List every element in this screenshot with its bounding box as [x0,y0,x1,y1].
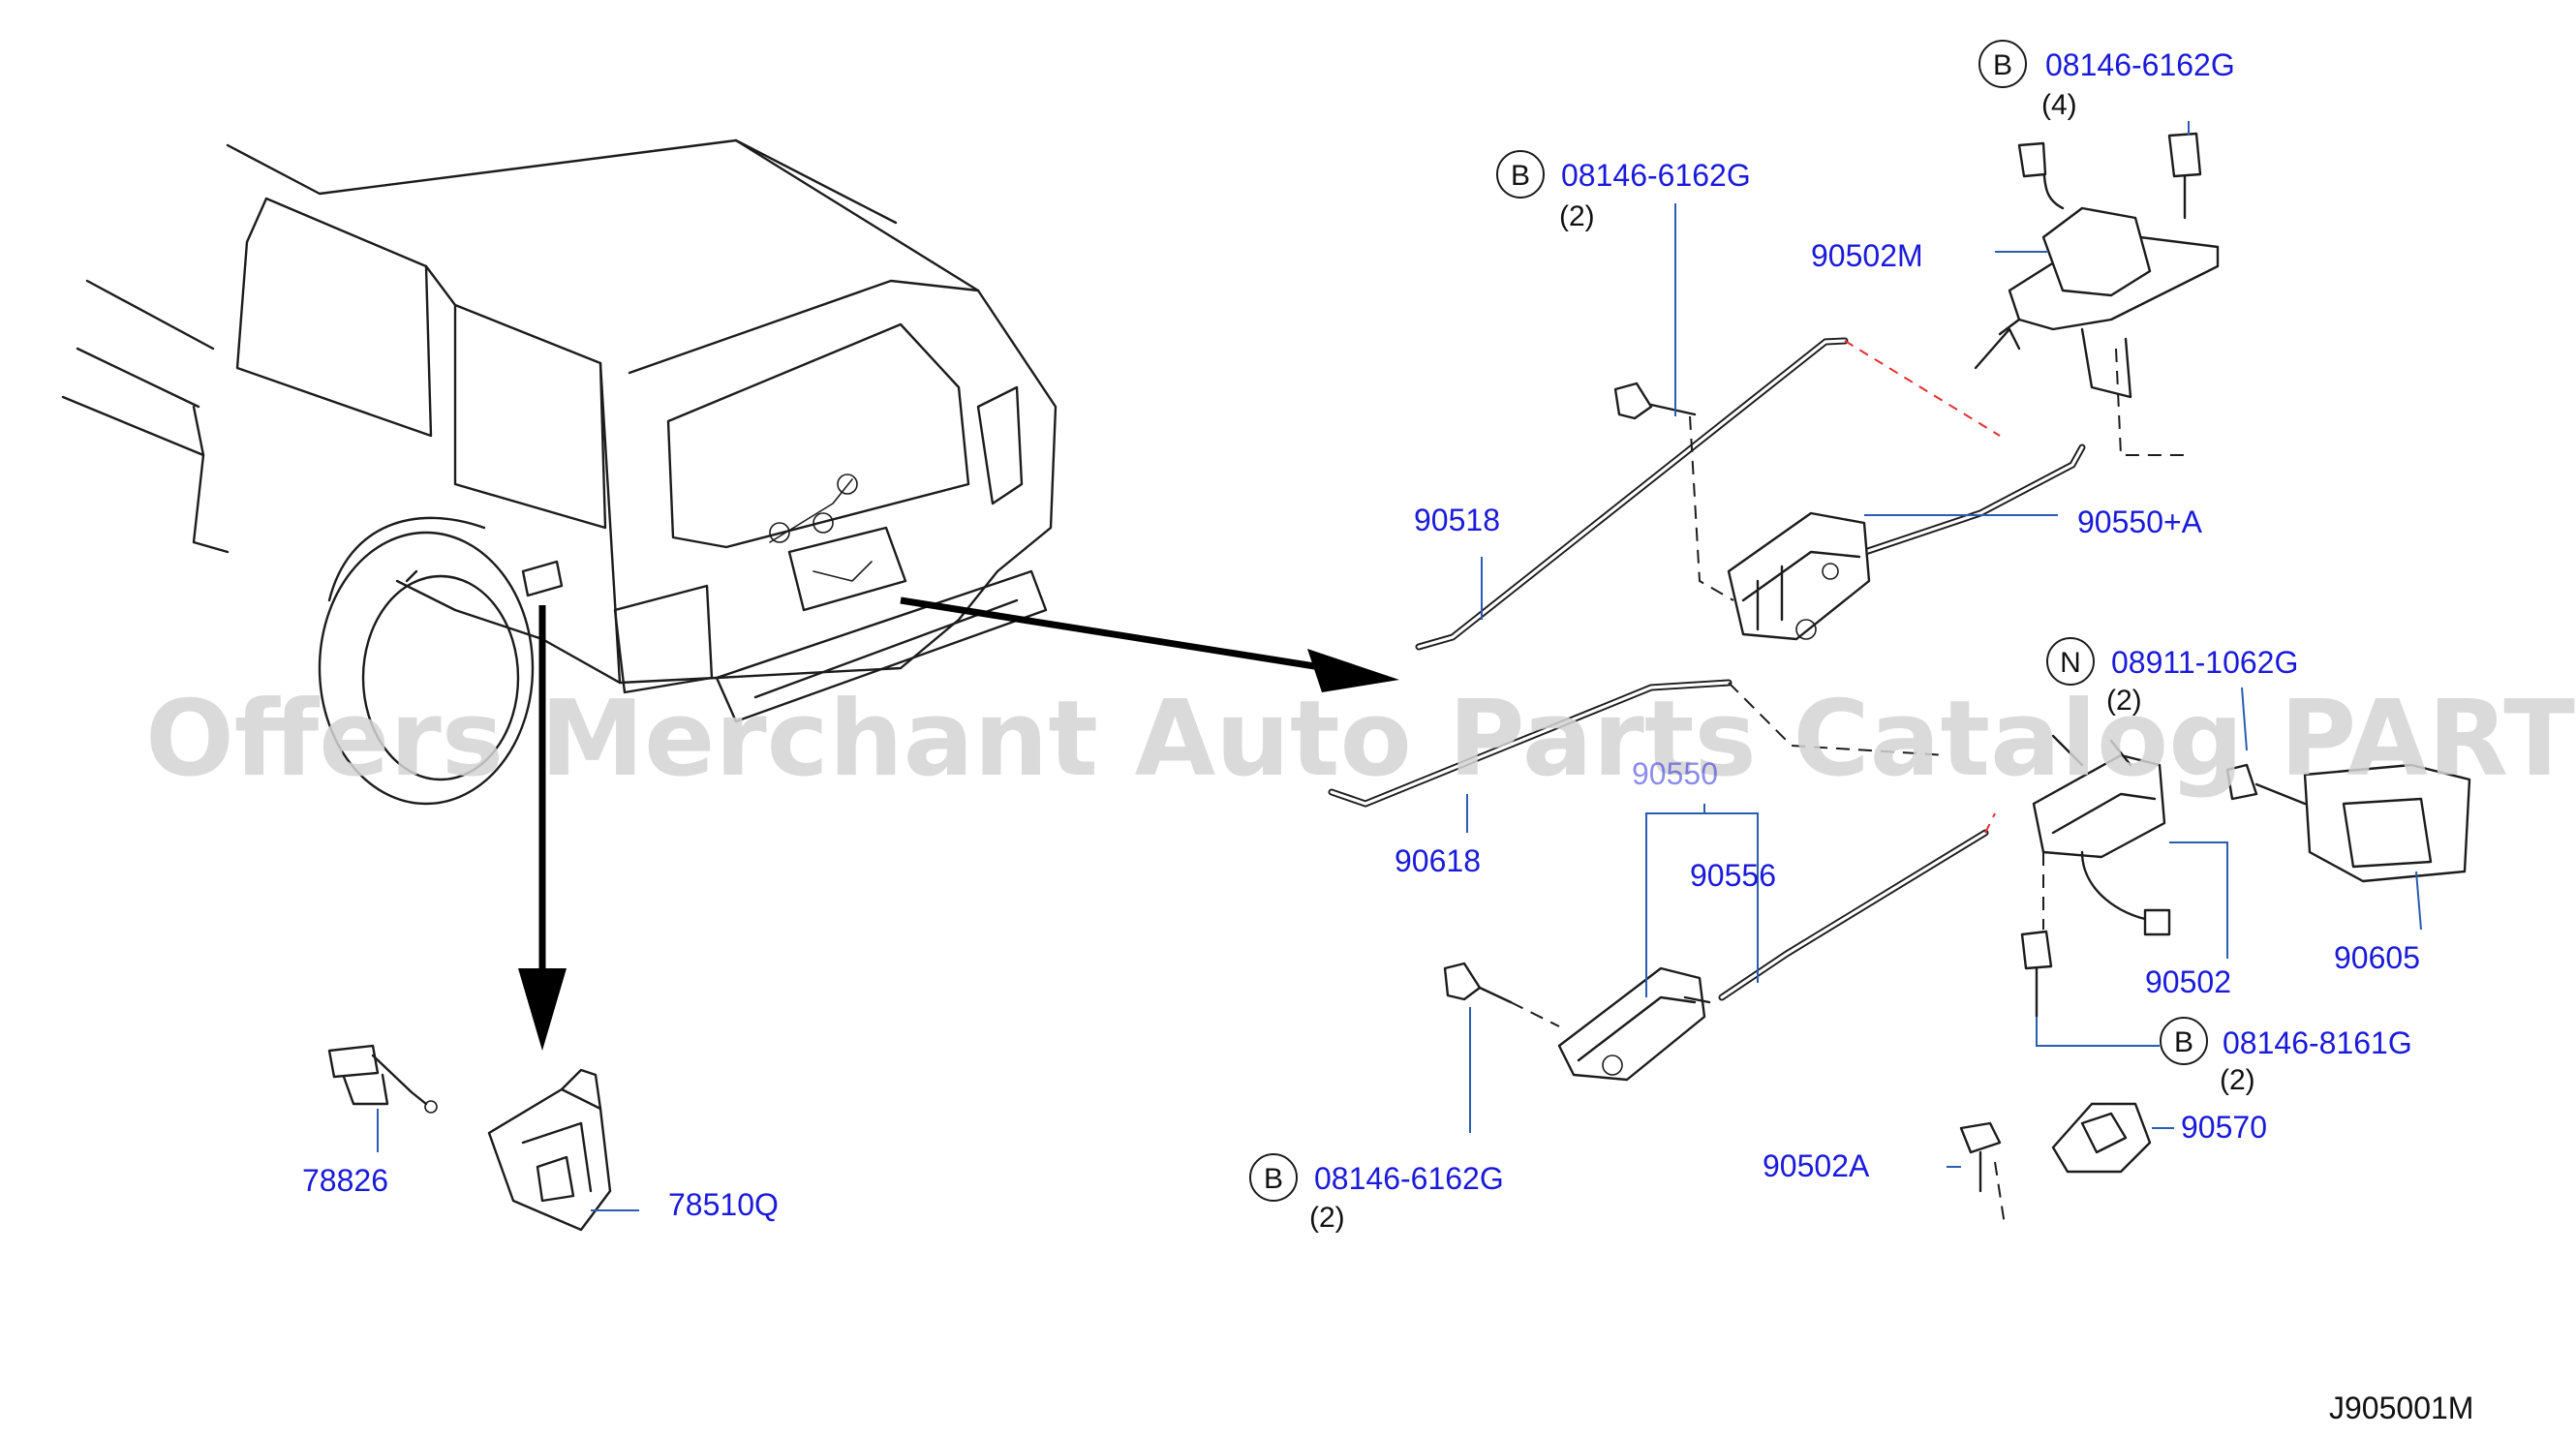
leader-lines [1466,121,2422,1129]
nut-type-n-symbol [2046,637,2095,686]
quantity-4: (4) [2041,89,2077,121]
bolt-type-b-symbol [2160,1017,2208,1065]
quantity-2: (2) [1559,200,1595,232]
part-label-90570[interactable]: 90570 [2181,1110,2267,1145]
part-label-08146-6162g-bottom-left[interactable]: 08146-6162G [1314,1161,1504,1196]
part-label-08146-8161g[interactable]: 08146-8161G [2223,1025,2412,1060]
part-label-08146-6162g-top-mid[interactable]: 08146-6162G [1561,158,1751,193]
quantity-2: (2) [2220,1064,2255,1096]
part-label-78510q[interactable]: 78510Q [668,1187,779,1222]
part-label-90618[interactable]: 90618 [1395,843,1481,878]
nut-type-letter: N [2060,647,2081,679]
part-label-90556[interactable]: 90556 [1690,858,1776,893]
diagram-code: J905001M [2329,1391,2473,1425]
upper-lock-assembly [1415,132,2220,651]
quantity-2: (2) [2106,685,2142,717]
bolt-type-letter: B [1511,160,1530,192]
part-label-90605[interactable]: 90605 [2334,940,2420,975]
vehicle-illustration [61,138,1058,806]
part-label-08911-1062g[interactable]: 08911-1062G [2111,645,2298,680]
bolt-type-b-symbol [1496,150,1545,199]
part-label-90518[interactable]: 90518 [1414,503,1500,537]
part-callouts: B 08146-6162G (4) B 08146-6162G (2) 9050… [302,40,2420,1234]
part-label-90550-obscured[interactable]: 90550 [1632,756,1718,791]
bolt-type-b-symbol [1249,1153,1298,1202]
part-label-90550-a[interactable]: 90550+A [2077,504,2203,539]
part-label-90502m[interactable]: 90502M [1811,238,1923,273]
part-label-08146-6162g-top-right[interactable]: 08146-6162G [2045,47,2235,82]
bolt-type-letter: B [1993,49,2012,81]
fuel-lid-opener-parts [327,1044,639,1232]
quantity-2: (2) [1309,1202,1345,1234]
part-label-90502a[interactable]: 90502A [1763,1148,1870,1183]
watermark: Offers Merchant Auto Parts Catalog PARTS… [145,679,2576,800]
bolt-type-b-symbol [1978,40,2027,88]
lower-lock-assembly [1328,679,2471,1226]
bolt-type-letter: B [2174,1026,2193,1058]
bolt-type-letter: B [1264,1163,1283,1195]
part-label-90502[interactable]: 90502 [2145,964,2231,999]
pointer-arrows [518,596,1399,1051]
part-label-78826[interactable]: 78826 [302,1163,388,1198]
